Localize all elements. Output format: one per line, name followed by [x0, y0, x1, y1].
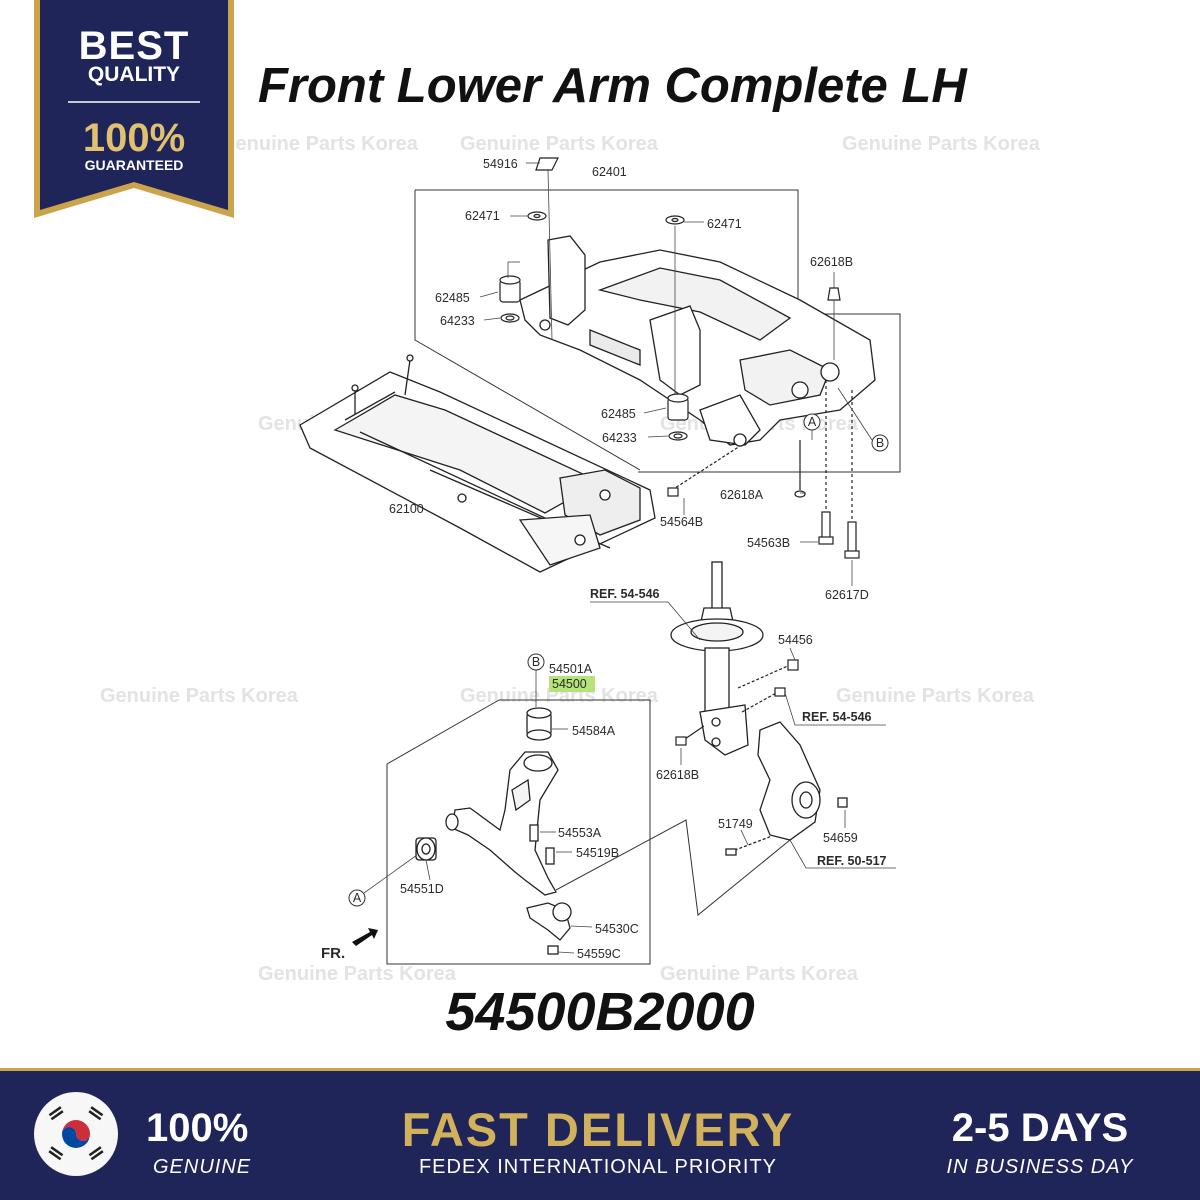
- leader-lines-upper: [436, 162, 873, 586]
- badge-ribbon-shape: [34, 0, 234, 218]
- label-62471-right: 62471: [707, 217, 742, 231]
- group-bracket-54500: [386, 699, 651, 965]
- footer-shipping-method: FEDEX INTERNATIONAL PRIORITY: [418, 1156, 778, 1178]
- label-54519B: 54519B: [576, 846, 619, 860]
- callout-a-label: A: [808, 415, 817, 429]
- watermark: Genuine Parts Korea: [258, 963, 457, 985]
- subframe-62100-drawing: [299, 354, 656, 573]
- part-number: 54500B2000: [445, 982, 755, 1042]
- label-62618B-top: 62618B: [810, 255, 853, 269]
- badge-guaranteed: GUARANTEED: [84, 157, 184, 173]
- badge-percent: 100%: [82, 116, 186, 160]
- watermark: Genuine Parts Korea: [460, 685, 659, 707]
- footer-gold-rule: [0, 1068, 1200, 1071]
- callout-b-label: B: [876, 436, 884, 450]
- label-62617D: 62617D: [825, 588, 869, 602]
- callout-a-top: A: [803, 413, 821, 431]
- group-bracket-62401: [414, 189, 901, 473]
- label-51749: 51749: [718, 817, 753, 831]
- label-front-direction: FR.: [321, 945, 345, 962]
- footer-fast-delivery: FAST DELIVERY: [401, 1103, 795, 1156]
- label-62100: 62100: [389, 502, 424, 516]
- watermark: Genuine Parts Korea: [220, 133, 419, 155]
- footer-business-day: IN BUSINESS DAY: [946, 1156, 1134, 1178]
- bolts: [667, 380, 860, 559]
- upper-bushings: [499, 157, 841, 498]
- callout-b-top: B: [871, 434, 889, 452]
- label-ref-50-517: REF. 50-517: [817, 854, 887, 868]
- label-54564B: 54564B: [660, 515, 703, 529]
- label-64233-top: 64233: [440, 314, 475, 328]
- label-ref-54-546-bottom: REF. 54-546: [802, 710, 872, 724]
- front-arrow-icon: [352, 928, 378, 946]
- part-labels: 54916 62401 62471 62471 62485 64233 6261…: [321, 157, 887, 962]
- badge-quality: QUALITY: [87, 63, 181, 86]
- label-64233-bottom: 64233: [602, 431, 637, 445]
- label-54456: 54456: [778, 633, 813, 647]
- watermark: Genuine Parts Korea: [460, 133, 659, 155]
- lower-arm-drawing: [415, 707, 572, 955]
- label-54530C: 54530C: [595, 922, 639, 936]
- crossmember-62401-drawing: [519, 235, 876, 447]
- leader-lines-lower-arm: [363, 670, 593, 954]
- connection-line: [555, 819, 791, 916]
- callout-a-arm: A: [348, 889, 366, 907]
- label-ref-54-546-top: REF. 54-546: [590, 587, 660, 601]
- label-54500: 54500: [552, 677, 587, 691]
- part-54500-highlight: [549, 676, 595, 692]
- label-62618A: 62618A: [720, 488, 764, 502]
- callout-b-label: B: [532, 655, 540, 669]
- footer-genuine-label: GENUINE: [153, 1156, 252, 1178]
- part-54916-shape: [535, 157, 559, 171]
- badge-best: BEST: [78, 24, 190, 68]
- label-62471-left: 62471: [465, 209, 500, 223]
- watermark: Genuine Parts Korea: [836, 685, 1035, 707]
- watermark: Genuine Parts Korea: [842, 133, 1041, 155]
- label-54551D: 54551D: [400, 882, 444, 896]
- label-54501A: 54501A: [549, 662, 593, 676]
- callout-b-arm: B: [527, 653, 545, 671]
- label-54553A: 54553A: [558, 826, 602, 840]
- label-62485-top: 62485: [435, 291, 470, 305]
- best-quality-badge: BEST QUALITY 100% GUARANTEED: [34, 0, 234, 218]
- label-62618B-mid: 62618B: [656, 768, 699, 782]
- label-54559C: 54559C: [577, 947, 621, 961]
- label-54584A: 54584A: [572, 724, 616, 738]
- knuckle-drawing: [725, 721, 848, 856]
- watermark: Genuine Parts Korea: [100, 685, 299, 707]
- label-54563B: 54563B: [747, 536, 790, 550]
- strut-bolts: [675, 659, 799, 746]
- strut-drawing: [670, 561, 764, 756]
- label-54659: 54659: [823, 831, 858, 845]
- leader-lines-strut: [590, 601, 896, 869]
- callout-a-label: A: [353, 891, 362, 905]
- footer-delivery-days: 2-5 DAYS: [951, 1106, 1129, 1150]
- footer-banner: 100% GENUINE FAST DELIVERY FEDEX INTERNA…: [0, 1068, 1200, 1200]
- watermark: Genuine Parts Korea: [660, 963, 859, 985]
- korea-flag-icon: [34, 1092, 118, 1176]
- label-62401: 62401: [592, 165, 627, 179]
- label-62485-bottom: 62485: [601, 407, 636, 421]
- footer-genuine-percent: 100%: [146, 1106, 249, 1150]
- label-54916: 54916: [483, 157, 518, 171]
- page-title: Front Lower Arm Complete LH: [258, 59, 967, 113]
